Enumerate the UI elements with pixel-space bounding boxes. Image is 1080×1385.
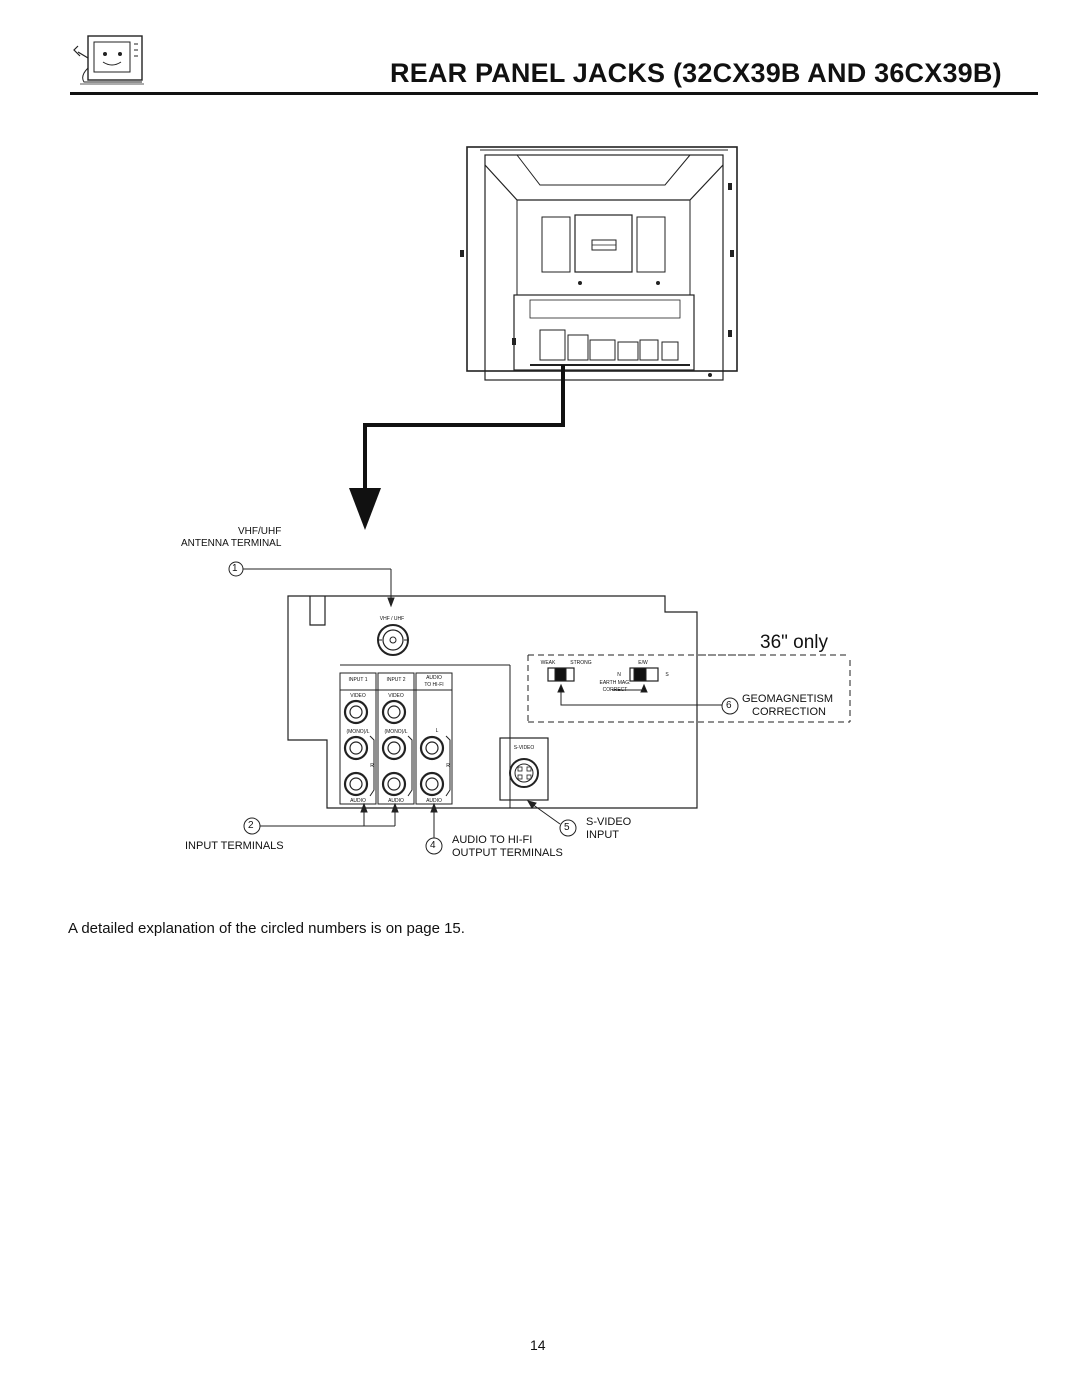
geomagnetism-box: [527, 654, 851, 723]
r-tag1-label: R: [370, 763, 374, 769]
svideo-input-label-1: S-VIDEO: [586, 816, 632, 828]
n-label: N: [617, 672, 621, 678]
circled-number-6: 6: [726, 700, 732, 711]
strong-label: STRONG: [570, 660, 592, 666]
earth-mag-label: EARTH MAG.: [599, 680, 631, 686]
l-tag-label: L: [435, 728, 439, 734]
title-rule: [70, 92, 1038, 95]
antenna-jack: [377, 624, 409, 656]
weak-label: WEAK: [540, 660, 556, 666]
geomagnetism-label-2: CORRECTION: [752, 706, 826, 718]
audio3-label: AUDIO: [426, 798, 442, 804]
input-terminals-label: INPUT TERMINALS: [185, 840, 284, 852]
connector-arrow: [349, 365, 565, 530]
circled-number-1: 1: [232, 563, 238, 574]
tv-rear-view: [460, 146, 738, 381]
explanation-caption: A detailed explanation of the circled nu…: [68, 920, 465, 937]
input-jack-block: [339, 664, 511, 808]
geomagnetism-label-1: GEOMAGNETISM: [742, 693, 834, 705]
audio-hifi-label-1: AUDIO: [426, 675, 442, 681]
tv-mascot-icon: [73, 35, 144, 85]
circled-number-5: 5: [564, 822, 570, 833]
audio-hifi-output-label-1: AUDIO TO HI-FI: [452, 834, 533, 846]
ew-label: E/W: [638, 660, 648, 666]
svideo-jack-label: S-VIDEO: [513, 745, 535, 751]
svideo-input-label-2: INPUT: [586, 829, 619, 841]
circled-number-2: 2: [248, 820, 254, 831]
input2-label: INPUT 2: [386, 677, 406, 683]
input1-label: INPUT 1: [348, 677, 368, 683]
mono-l2-label: (MONO)/L: [384, 729, 408, 735]
audio2-label: AUDIO: [388, 798, 404, 804]
page-number: 14: [530, 1337, 546, 1353]
antenna-label-1: VHF/UHF: [238, 526, 282, 537]
page-title: REAR PANEL JACKS (32CX39B AND 36CX39B): [390, 58, 1002, 88]
tv-mascot-logo: [70, 32, 150, 92]
circled-number-4: 4: [430, 840, 436, 851]
mono-l1-label: (MONO)/L: [346, 729, 370, 735]
callout-leaders: [260, 800, 561, 838]
r-tag2-label: R: [446, 763, 450, 769]
antenna-leader: [228, 561, 395, 608]
correct-label: CORRECT: [602, 687, 628, 693]
video1-label: VIDEO: [350, 693, 366, 699]
antenna-label-2: ANTENNA TERMINAL: [181, 538, 282, 549]
svideo-jack: [499, 737, 549, 801]
only-36-label: 36" only: [760, 632, 829, 653]
s-label: S: [665, 672, 669, 678]
audio-hifi-output-label-2: OUTPUT TERMINALS: [452, 847, 563, 859]
circled-numbers: [243, 697, 739, 855]
vhf-uhf-jack-label: VHF / UHF: [379, 616, 405, 622]
video2-label: VIDEO: [388, 693, 404, 699]
audio-hifi-label-2: TO HI-FI: [424, 682, 444, 688]
audio1-label: AUDIO: [350, 798, 366, 804]
jack-panel-outline: [287, 595, 698, 809]
